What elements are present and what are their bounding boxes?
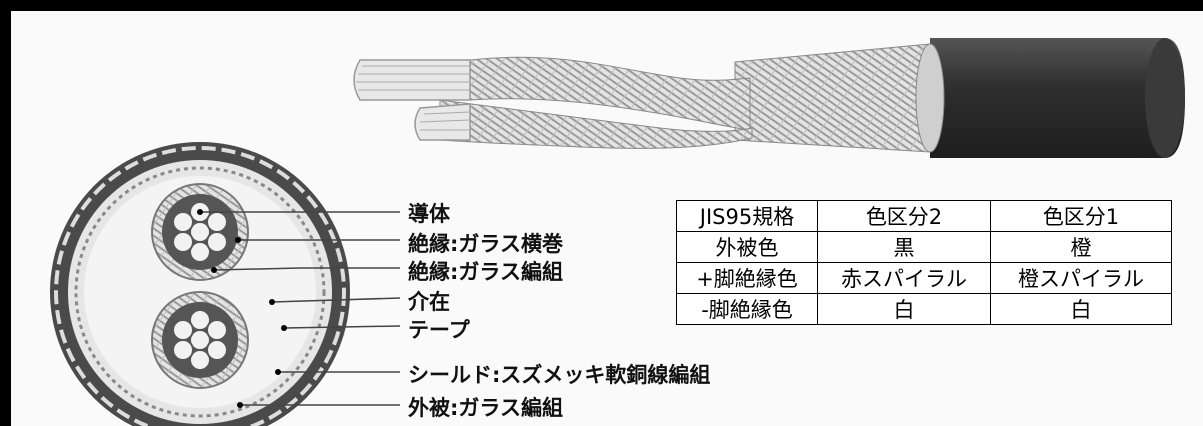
label-conductor: 導体 — [408, 202, 450, 226]
table-row: JIS95規格 色区分2 色区分1 — [676, 200, 1172, 232]
table-cell: +脚絶縁色 — [676, 262, 818, 294]
shield-braid — [734, 43, 931, 153]
label-insulation-glass-wrap: 絶縁:ガラス横巻 — [408, 232, 563, 256]
cable-side-view — [353, 38, 1185, 158]
color-spec-table: JIS95規格 色区分2 色区分1 外被色 黒 橙 +脚絶縁色 赤スパイラル 橙… — [676, 200, 1172, 325]
table-cell: 橙スパイラル — [990, 262, 1172, 294]
table-cell: 橙 — [990, 231, 1172, 263]
cable-cross-section — [50, 142, 350, 426]
table-cell: 白 — [990, 293, 1172, 325]
table-cell: -脚絶縁色 — [676, 293, 818, 325]
table-cell: 黒 — [817, 231, 991, 263]
insulated-core-lower — [439, 99, 753, 149]
leader-dots — [197, 209, 287, 408]
label-tape: テープ — [408, 318, 470, 342]
table-cell: JIS95規格 — [676, 200, 818, 232]
table-row: -脚絶縁色 白 白 — [676, 293, 1172, 325]
label-shield: シールド:スズメッキ軟銅線編組 — [408, 363, 711, 387]
label-insulation-glass-braid: 絶縁:ガラス編組 — [408, 260, 563, 284]
table-cell: 色区分2 — [817, 200, 991, 232]
table-row: +脚絶縁色 赤スパイラル 橙スパイラル — [676, 262, 1172, 294]
table-cell: 外被色 — [676, 231, 818, 263]
label-jacket: 外被:ガラス編組 — [408, 396, 563, 420]
conductor-strands — [353, 59, 471, 141]
table-row: 外被色 黒 橙 — [676, 231, 1172, 263]
table-cell: 白 — [817, 293, 991, 325]
table-cell: 色区分1 — [990, 200, 1172, 232]
outer-jacket — [930, 38, 1185, 158]
leader-lines — [200, 211, 401, 406]
table-cell: 赤スパイラル — [817, 262, 991, 294]
label-filler: 介在 — [408, 290, 450, 314]
